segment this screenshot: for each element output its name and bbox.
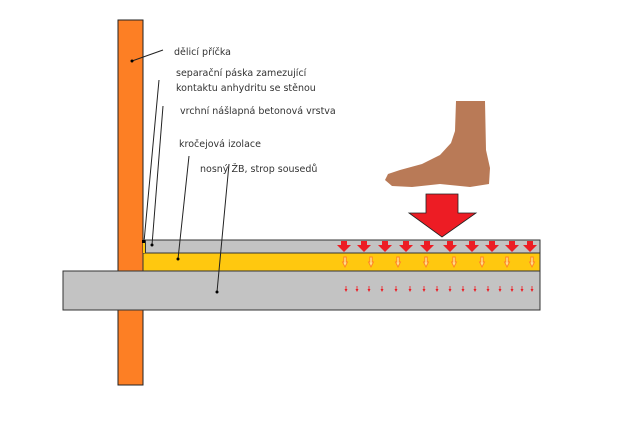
arrow-icon [510,286,514,292]
arrow-icon [399,241,413,252]
arrow-icon [448,286,452,292]
arrow-icon [473,286,477,292]
label-slab: nosný ŽB, strop sousedů [200,163,317,175]
arrow-icon [408,286,412,292]
dot [215,290,219,294]
arrow-icon [486,286,490,292]
partition-wall [117,19,144,386]
foot-icon [385,101,490,187]
arrow-icon [465,241,479,252]
insulation-arrows [341,256,536,269]
arrow-icon [357,241,371,252]
load-bearing-slab [62,270,541,311]
leader-slab [216,163,230,293]
arrow-icon [337,241,351,252]
top-layer-arrows [337,241,537,252]
arrow-icon [422,286,426,292]
arrow-icon [367,256,375,269]
arrow-icon [420,241,434,252]
big-force-arrow-icon [407,193,478,238]
arrow-icon [380,286,384,292]
separation-strip [143,240,146,253]
leader-top-layer [151,105,164,246]
arrow-icon [461,286,465,292]
leader-partition [131,49,164,62]
arrow-icon [503,256,511,269]
arrow-icon [478,256,486,269]
arrow-icon [498,286,502,292]
arrow-icon [520,286,524,292]
arrow-icon [394,286,398,292]
dot [176,257,180,261]
arrow-icon [485,241,499,252]
label-separation-2: kontaktu anhydritu se stěnou [176,83,316,94]
label-impact-insulation: kročejová izolace [179,139,261,150]
leader-separation [143,79,160,243]
arrow-icon [523,241,537,252]
arrow-icon [435,286,439,292]
arrow-icon [422,256,430,269]
arrow-icon [355,286,359,292]
dot [130,59,134,63]
label-top-layer: vrchní nášlapná betonová vrstva [180,106,336,117]
arrow-icon [344,286,348,292]
arrow-icon [505,241,519,252]
arrow-icon [528,256,536,269]
dot [142,240,145,243]
arrow-icon [450,256,458,269]
arrow-icon [378,241,392,252]
leader-dots [130,59,219,294]
arrow-icon [394,256,402,269]
arrow-icon [367,286,371,292]
arrow-icon [443,241,457,252]
leader-insulation [177,155,190,260]
label-partition: dělicí příčka [174,47,231,58]
slab-arrows [344,286,534,292]
dot [150,243,154,247]
label-separation-1: separační páska zamezující [176,68,307,79]
arrow-icon [341,256,349,269]
arrow-icon [530,286,534,292]
leader-lines [131,49,230,293]
